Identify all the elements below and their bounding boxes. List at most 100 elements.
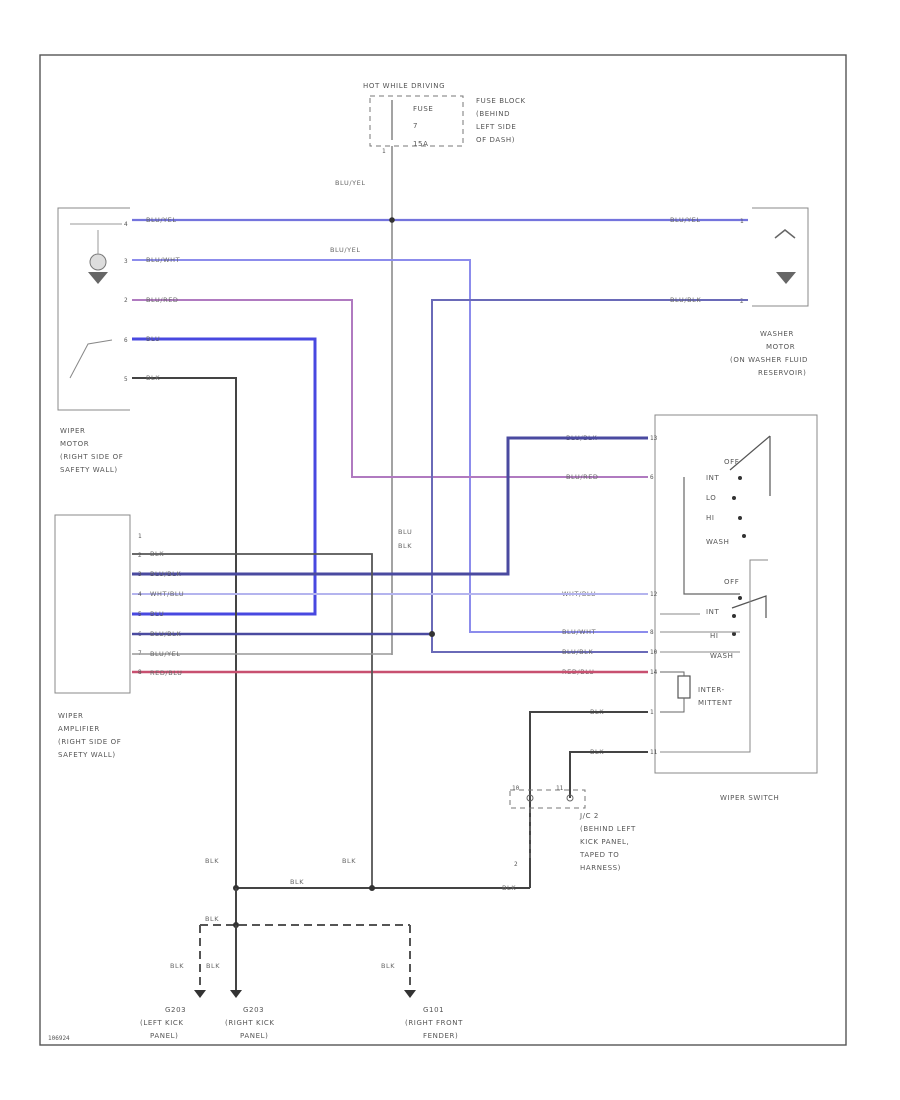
ground-2-loc-1: (RIGHT KICK [225, 1019, 275, 1027]
wiper-switch: OFF INT LO HI WASH OFF INT HI WASH INTER… [650, 414, 818, 802]
sw-top-lo: LO [706, 494, 716, 502]
amp-wire-label-2: BLU/BLK [150, 570, 181, 578]
amp-title: WIPER [58, 712, 84, 720]
amp-wire-label-1: BLK [150, 550, 164, 558]
motor-wire-label-3: BLU/RED [146, 296, 179, 304]
ground-3-id: G101 [423, 1006, 444, 1014]
sw-pin-10: 10 [650, 649, 658, 656]
wiper-motor: 4 3 2 6 5 WIPER MOTOR (RIGHT SIDE OF SAF… [57, 207, 130, 474]
sw-bot-hi: HI [710, 632, 719, 640]
fuse-block-outline [369, 95, 464, 147]
wire-sw-blk-2 [569, 751, 648, 798]
intermittent-label-2: MITTENT [698, 699, 733, 707]
amp-pin-8: 8 [138, 669, 142, 676]
center-wire-label-2: BLK [398, 542, 412, 550]
motor-wire-label-4: BLU [146, 335, 160, 343]
fuse-block-title: FUSE BLOCK [476, 97, 526, 105]
jc-loc-4: HARNESS) [580, 864, 621, 872]
wiper-amplifier: 1 2 3 4 5 6 7 8 WIPER AMPLIFIER (RIGHT S… [54, 514, 142, 759]
amp-pin-1: 1 [138, 533, 142, 540]
amp-title-2: AMPLIFIER [58, 725, 100, 733]
washer-motor-title-2: MOTOR [766, 343, 795, 351]
ground-1-loc-1: (LEFT KICK [140, 1019, 184, 1027]
motor-pin-3: 3 [124, 258, 128, 265]
hot-label: HOT WHILE DRIVING [363, 82, 445, 90]
amp-pin-2: 2 [138, 552, 142, 559]
gnd-label-2: BLK [342, 857, 356, 865]
washer-motor-icon [776, 272, 796, 284]
motor-pin-6: 6 [124, 337, 128, 344]
sw-bot-lever-icon [731, 595, 767, 618]
jc-pin-10: 10 [512, 785, 520, 792]
motor-pin-4: 4 [124, 221, 128, 228]
branch-label: BLU/YEL [330, 246, 361, 254]
wire-motor-blk [132, 377, 237, 888]
ground-1-loc-2: PANEL) [150, 1032, 178, 1040]
sw-pin-11: 11 [650, 749, 658, 756]
sw-bot-wash: WASH [710, 652, 733, 660]
ground-icon-2 [230, 990, 242, 998]
gnd-label-4: BLK [502, 884, 516, 892]
splice-dot-2 [429, 631, 435, 637]
sw-pin-8: 8 [650, 629, 654, 636]
ground-splice-2 [369, 885, 375, 891]
ground-2-loc-2: PANEL) [240, 1032, 268, 1040]
fuse-number: 7 [413, 122, 418, 130]
diagram-frame [39, 54, 847, 1046]
sw-top-off: OFF [724, 458, 739, 466]
fuse-block-loc-2: LEFT SIDE [476, 123, 516, 131]
sw-pin-13: 13 [650, 435, 658, 442]
washer-wire-label-1: BLU/YEL [670, 216, 701, 224]
amp-loc-1: (RIGHT SIDE OF [58, 738, 121, 746]
washer-motor-outline [752, 207, 809, 307]
wiper-motor-title-2: MOTOR [60, 440, 89, 448]
amp-wire-label-7: RED/BLU [150, 669, 183, 677]
amp-wire-label-4: BLU [150, 610, 164, 618]
amp-wire-label-6: BLU/YEL [150, 650, 181, 658]
ground-1-id: G203 [165, 1006, 186, 1014]
amp-pin-4: 4 [138, 591, 142, 598]
ground-2-id: G203 [243, 1006, 264, 1014]
sw-bot-int: INT [706, 608, 720, 616]
wire-washer-blu-blk [431, 299, 748, 653]
amp-loc-2: SAFETY WALL) [58, 751, 116, 759]
sw-wire-label-4: BLU/WHT [562, 628, 596, 636]
amp-wire-label-5: BLU/BLK [150, 630, 181, 638]
sw-top-wash: WASH [706, 538, 729, 546]
gnd-drop-label-2: BLK [206, 962, 220, 970]
washer-motor-loc-1: (ON WASHER FLUID [730, 356, 808, 364]
center-wire-label-1: BLU [398, 528, 412, 536]
sw-top-hi: HI [706, 514, 715, 522]
wiper-motor-outline [57, 207, 130, 411]
motor-pin-5: 5 [124, 376, 128, 383]
motor-wire-label-2: BLU/WHT [146, 256, 180, 264]
sw-bot-off: OFF [724, 578, 739, 586]
motor-armature-icon [89, 253, 107, 271]
wire-sw-blk-1 [529, 711, 648, 888]
washer-motor-title: WASHER [760, 330, 794, 338]
gnd-label-1: BLK [205, 857, 219, 865]
fuse-pin: 1 [382, 148, 386, 155]
splice-dot [389, 217, 395, 223]
fuse-block-loc-1: (BEHIND [476, 110, 510, 118]
wire-motor-blu-red [132, 299, 648, 478]
power-feed-label: BLU/YEL [335, 179, 366, 187]
sw-top-lever-icon [729, 435, 771, 496]
gnd-label-5: BLK [205, 915, 219, 923]
fuse-block: HOT WHILE DRIVING FUSE 7 15A FUSE BLOCK … [363, 82, 526, 155]
wiper-switch-outline [654, 414, 818, 774]
amp-wire-label-3: WHT/BLU [150, 590, 184, 598]
jc-loc-1: (BEHIND LEFT [580, 825, 636, 833]
wiper-amplifier-outline [54, 514, 131, 694]
motor-wire-label-5: BLK [146, 374, 160, 382]
sw-pin-6: 6 [650, 474, 654, 481]
gnd-drop-label-3: BLK [381, 962, 395, 970]
intermittent-label-1: INTER- [698, 686, 725, 694]
motor-pin-2: 2 [124, 297, 128, 304]
sw-wire-label-2: BLU/RED [566, 473, 599, 481]
junction-connector: 10 11 2 J/C 2 (BEHIND LEFT KICK PANEL, T… [509, 785, 636, 872]
jc-outline [509, 789, 586, 809]
washer-motor: 1 2 WASHER MOTOR (ON WASHER FLUID RESERV… [730, 207, 809, 377]
jc-title: J/C 2 [579, 812, 599, 820]
